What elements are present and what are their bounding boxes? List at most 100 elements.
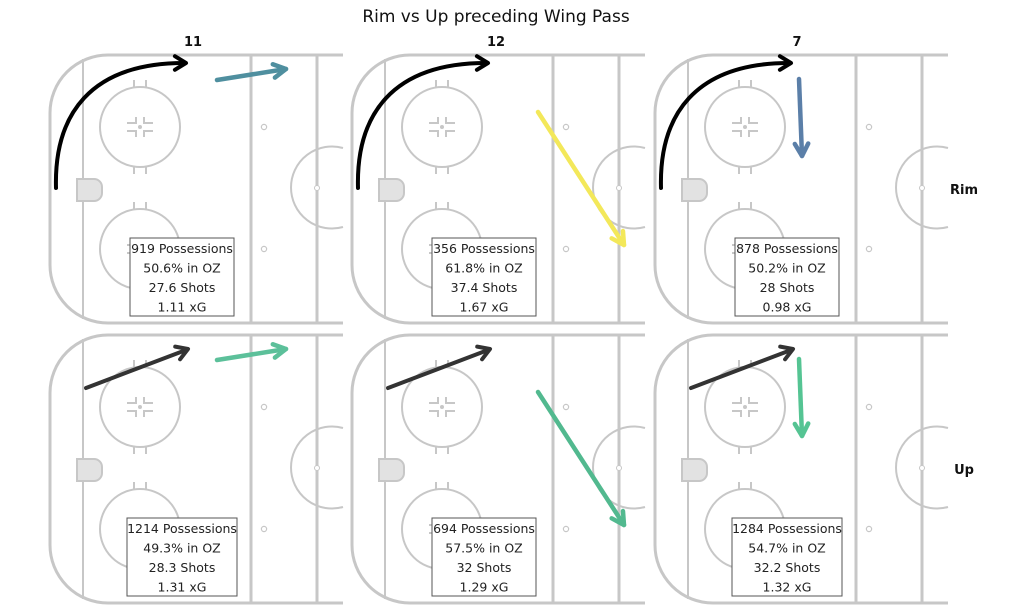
wing-pass-arrow xyxy=(535,109,627,248)
faceoff-marking xyxy=(732,130,742,137)
stats-line: 0.98 xG xyxy=(763,300,812,315)
faceoff-marking xyxy=(429,410,439,417)
stats-line: 49.3% in OZ xyxy=(143,541,220,556)
goal-crease xyxy=(378,178,405,202)
column-label: 12 xyxy=(487,35,505,50)
faceoff-marking xyxy=(429,130,439,137)
center-circle xyxy=(895,145,949,230)
stats-line: 694 Possessions xyxy=(433,521,535,536)
faceoff-marking xyxy=(748,130,758,137)
center-circle xyxy=(895,425,949,510)
up-entry-arrow xyxy=(689,348,793,390)
faceoff-circle xyxy=(99,86,181,168)
neutral-faceoff-dot xyxy=(562,403,570,411)
wing-pass-arrowhead xyxy=(609,228,627,248)
neutral-faceoff-dot xyxy=(865,403,873,411)
goal-crease xyxy=(76,458,103,482)
center-dot xyxy=(314,185,320,191)
wing-pass-arrow xyxy=(214,346,289,363)
neutral-faceoff-dot xyxy=(260,245,268,253)
center-dot xyxy=(616,465,622,471)
center-circle xyxy=(290,425,344,510)
faceoff-marking xyxy=(445,410,455,417)
stats-line: 878 Possessions xyxy=(736,241,838,256)
faceoff-dot xyxy=(440,405,444,409)
center-circle xyxy=(592,145,646,230)
faceoff-marking xyxy=(143,410,153,417)
goal-crease xyxy=(378,458,405,482)
stats-line: 1.11 xG xyxy=(158,300,207,315)
wing-pass-arrowhead xyxy=(792,141,811,159)
neutral-faceoff-dot xyxy=(260,403,268,411)
stats-line: 54.7% in OZ xyxy=(748,541,825,556)
faceoff-marking xyxy=(732,117,742,124)
wing-pass-arrow xyxy=(796,76,805,159)
faceoff-marking xyxy=(127,117,137,124)
wing-pass-arrowhead xyxy=(792,421,811,439)
wing-pass-arrow xyxy=(214,66,289,83)
stats-line: 28.3 Shots xyxy=(149,560,216,575)
neutral-faceoff-dot xyxy=(562,245,570,253)
figure-title: Rim vs Up preceding Wing Pass xyxy=(362,7,630,27)
stats-line: 28 Shots xyxy=(760,280,815,295)
rim-entry-arrow xyxy=(53,61,186,190)
rink-panel: 878 Possessions 50.2% in OZ 28 Shots 0.98 x… xyxy=(653,53,949,325)
faceoff-dot xyxy=(138,405,142,409)
up-entry-arrowhead xyxy=(173,344,190,362)
faceoff-dot xyxy=(138,125,142,129)
faceoff-marking xyxy=(748,397,758,404)
stats-box xyxy=(731,517,843,597)
neutral-faceoff-dot xyxy=(562,525,570,533)
stats-line: 50.6% in OZ xyxy=(143,261,220,276)
wing-pass-arrowhead xyxy=(609,508,627,528)
stats-box xyxy=(431,237,537,317)
faceoff-marking xyxy=(127,397,137,404)
faceoff-marking xyxy=(429,117,439,124)
neutral-faceoff-dot xyxy=(865,123,873,131)
neutral-faceoff-dot xyxy=(562,123,570,131)
stats-line: 1.29 xG xyxy=(460,580,509,595)
neutral-faceoff-dot xyxy=(260,123,268,131)
center-circle xyxy=(290,145,344,230)
wing-pass-arrow xyxy=(535,389,627,528)
stats-line: 1214 Possessions xyxy=(127,521,237,536)
rim-entry-arrow xyxy=(658,61,791,190)
faceoff-marking xyxy=(732,397,742,404)
goal-crease xyxy=(76,178,103,202)
goal-crease xyxy=(681,458,708,482)
goal-crease xyxy=(681,178,708,202)
wing-pass-arrowhead xyxy=(270,342,289,360)
faceoff-marking xyxy=(445,397,455,404)
neutral-faceoff-dot xyxy=(865,525,873,533)
up-entry-arrowhead xyxy=(778,344,795,362)
up-entry-arrow xyxy=(386,348,490,390)
column-label: 11 xyxy=(184,35,202,50)
faceoff-marking xyxy=(143,397,153,404)
faceoff-marking xyxy=(429,397,439,404)
stats-line: 61.8% in OZ xyxy=(445,261,522,276)
faceoff-marking xyxy=(748,117,758,124)
center-dot xyxy=(919,185,925,191)
faceoff-marking xyxy=(732,410,742,417)
up-entry-arrowhead xyxy=(475,344,492,362)
stats-box xyxy=(129,237,235,317)
stats-line: 32 Shots xyxy=(457,560,512,575)
center-circle xyxy=(592,425,646,510)
rim-entry-arrowhead xyxy=(172,54,188,72)
stats-line: 1284 Possessions xyxy=(732,521,842,536)
wing-pass-arrow xyxy=(796,356,805,439)
stats-line: 50.2% in OZ xyxy=(748,261,825,276)
stats-line: 27.6 Shots xyxy=(149,280,216,295)
column-label: 7 xyxy=(792,35,801,50)
stats-box xyxy=(734,237,840,317)
center-dot xyxy=(919,465,925,471)
faceoff-marking xyxy=(143,117,153,124)
faceoff-marking xyxy=(748,410,758,417)
rim-entry-arrow xyxy=(355,61,488,190)
